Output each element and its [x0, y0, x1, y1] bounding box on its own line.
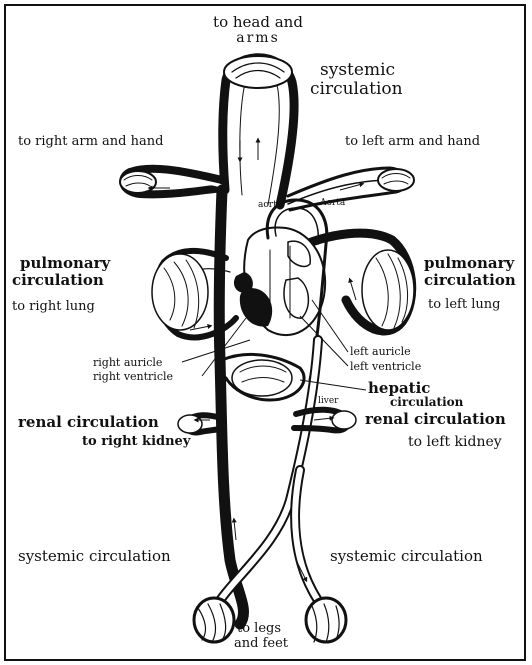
vena-cava [219, 190, 243, 624]
label-systemic-br: systemic circulation [330, 547, 483, 565]
left-leg-capillary [306, 598, 346, 642]
label-right-arm: to right arm and hand [18, 134, 163, 149]
right-leg-capillary [194, 598, 234, 642]
label-pulm-left-2: circulation [12, 271, 104, 289]
head-loop-return [240, 71, 279, 205]
label-right-kidney: to right kidney [82, 434, 191, 449]
label-head-arms-2: arms [236, 30, 280, 46]
label-hepatic-2: circulation [390, 395, 464, 409]
label-aorta-cap: Aorta [319, 198, 346, 208]
label-left-arm: to left arm and hand [345, 134, 480, 149]
label-left-kidney: to left kidney [408, 434, 502, 450]
label-head-arms-1: to head and [213, 13, 303, 31]
label-systemic-top-1: systemic [320, 60, 395, 80]
label-pulm-right-2: circulation [424, 271, 516, 289]
label-renal-left: renal circulation [18, 413, 159, 431]
left-kidney-capillary [332, 411, 356, 429]
label-pulm-left-1: pulmonary [20, 254, 111, 272]
label-right-lung: to right lung [12, 299, 95, 314]
label-liver: liver [318, 396, 339, 406]
label-left-ventricle: left ventricle [350, 360, 421, 373]
right-arm-capillary [120, 171, 156, 193]
label-left-auricle: left auricle [350, 345, 411, 358]
label-left-lung: to left lung [428, 297, 500, 312]
label-renal-right: renal circulation [365, 410, 506, 428]
label-aorta-small: aorta [258, 200, 283, 210]
right-kidney-capillary [178, 415, 202, 433]
heart [234, 228, 325, 336]
label-right-auricle: right auricle [93, 356, 162, 369]
label-systemic-top-2: circulation [310, 79, 403, 99]
label-legs-2: and feet [234, 636, 289, 651]
label-legs-1: to legs [237, 621, 281, 636]
right-lung-capillary [152, 254, 208, 330]
label-right-ventricle: right ventricle [93, 370, 173, 383]
head-capillary-bed [224, 56, 292, 88]
left-arm-capillary [378, 169, 414, 191]
label-pulm-right-1: pulmonary [424, 254, 515, 272]
label-systemic-bl: systemic circulation [18, 547, 171, 565]
